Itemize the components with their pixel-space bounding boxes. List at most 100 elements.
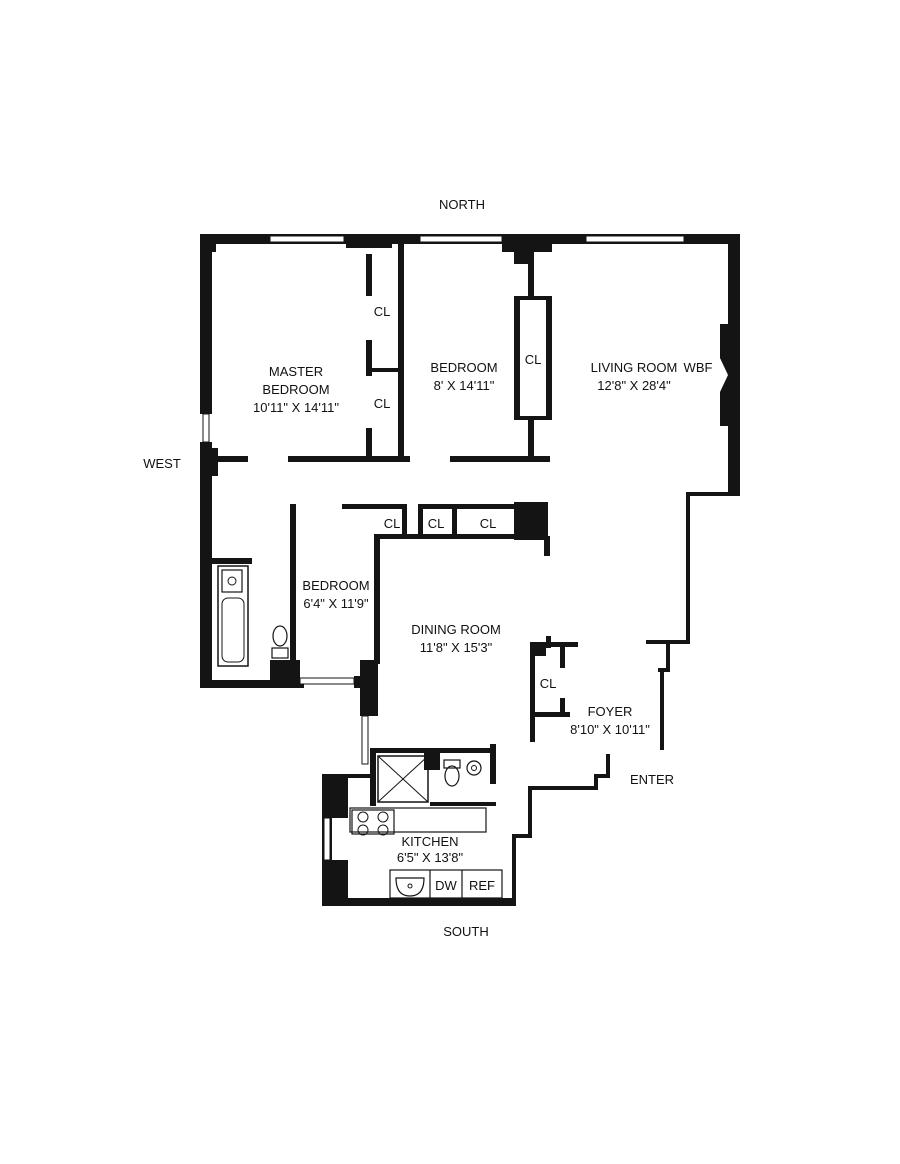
north-window-2 bbox=[419, 235, 503, 243]
powder-bottom-wall bbox=[430, 802, 496, 806]
foyer-closet-left bbox=[530, 642, 535, 742]
closet-row-top-2 bbox=[422, 504, 514, 509]
powder-right-wall bbox=[490, 744, 496, 784]
living-room-dims: 12'8" X 28'4" bbox=[597, 378, 671, 393]
bedroom-small-name: BEDROOM bbox=[302, 578, 369, 593]
bathtub bbox=[217, 565, 249, 667]
hall-closet-label-3: CL bbox=[480, 516, 497, 531]
entry-label: ENTER bbox=[630, 772, 674, 787]
fireplace-label: WBF bbox=[684, 360, 713, 375]
master-closet-shelf bbox=[366, 368, 402, 372]
burner-3 bbox=[357, 824, 369, 836]
toilet-bowl bbox=[272, 625, 288, 647]
kitchen-counter-lower bbox=[389, 869, 503, 899]
kitchen-sink-drain bbox=[407, 883, 413, 889]
closet-box-left bbox=[514, 296, 520, 420]
east-pier-bottom bbox=[720, 392, 736, 426]
toilet-tank bbox=[271, 647, 289, 659]
dishwasher-label: DW bbox=[435, 878, 457, 893]
powder-top-wall bbox=[370, 748, 496, 753]
bath-south-wall bbox=[200, 680, 304, 688]
kitchen-dims: 6'5" X 13'8" bbox=[397, 850, 464, 865]
foyer-closet-top bbox=[532, 642, 578, 647]
burner-2 bbox=[377, 811, 389, 823]
shower-left bbox=[370, 748, 376, 806]
west-window bbox=[202, 413, 210, 443]
bedroom-closet-label: CL bbox=[525, 352, 542, 367]
east-pier-top bbox=[720, 324, 736, 358]
small-bed-west-wall bbox=[290, 504, 296, 660]
shower-diag-2 bbox=[377, 755, 429, 803]
compass-west: WEST bbox=[143, 456, 181, 471]
powder-sink-drain bbox=[471, 765, 477, 771]
master-bedroom-name-2: BEDROOM bbox=[262, 382, 329, 397]
master-closet-div bbox=[366, 340, 372, 376]
east-step-6 bbox=[660, 668, 664, 750]
bedroom-north-dims: 8' X 14'11" bbox=[434, 378, 495, 393]
dining-room-dims: 11'8" X 15'3" bbox=[420, 640, 493, 655]
bath-wall-top bbox=[212, 558, 252, 564]
bedroom-north-name: BEDROOM bbox=[430, 360, 497, 375]
closet-row-stub-1 bbox=[402, 504, 407, 536]
master-bedroom-name-1: MASTER bbox=[269, 364, 323, 379]
powder-sink bbox=[466, 760, 482, 776]
burner-4 bbox=[377, 824, 389, 836]
closet-row-top bbox=[342, 504, 402, 509]
dining-west-pier bbox=[360, 660, 378, 716]
foyer-closet-bottom bbox=[530, 712, 570, 717]
north-pier-3 bbox=[502, 234, 552, 252]
wall-master-east bbox=[398, 244, 404, 460]
bed-living-div-bottom bbox=[528, 416, 534, 460]
north-window-1 bbox=[269, 235, 345, 243]
kitchen-top-wall bbox=[322, 774, 370, 778]
west-pier bbox=[204, 448, 218, 476]
powder-toilet-tank bbox=[443, 759, 461, 769]
north-window-3 bbox=[585, 235, 685, 243]
bed-living-div-top bbox=[528, 250, 534, 296]
foyer-closet-label: CL bbox=[540, 676, 557, 691]
master-closet-label-2: CL bbox=[374, 396, 391, 411]
master-bedroom-dims: 10'11" X 14'11" bbox=[253, 400, 339, 415]
se-step-7 bbox=[512, 834, 516, 904]
closet-row-bottom bbox=[376, 534, 522, 539]
closet-row-stub-2 bbox=[418, 504, 423, 536]
east-step-1 bbox=[690, 492, 740, 496]
living-room-name: LIVING ROOM bbox=[591, 360, 678, 375]
hall-closet-label-2: CL bbox=[428, 516, 445, 531]
se-step-6 bbox=[514, 834, 532, 838]
kitchen-pier-top bbox=[322, 774, 348, 818]
powder-block bbox=[424, 752, 440, 770]
powder-toilet bbox=[444, 765, 460, 787]
closet-row-stub-3 bbox=[452, 504, 457, 536]
master-closet-low bbox=[366, 428, 372, 460]
kitchen-window bbox=[323, 817, 331, 861]
chimney-stub bbox=[544, 536, 550, 556]
closet-box-top bbox=[514, 296, 552, 300]
stove bbox=[351, 809, 395, 835]
fireplace-mantel bbox=[720, 358, 736, 392]
foyer-dims: 8'10" X 10'11" bbox=[570, 722, 650, 737]
dining-west-wall bbox=[374, 534, 380, 664]
kitchen-pier-bottom bbox=[322, 860, 348, 904]
east-step-4 bbox=[666, 640, 670, 668]
master-closet-label-1: CL bbox=[374, 304, 391, 319]
compass-south: SOUTH bbox=[443, 924, 489, 939]
sink-drain bbox=[227, 576, 237, 586]
se-step-1 bbox=[606, 754, 610, 778]
se-step-5 bbox=[528, 786, 532, 836]
se-step-2 bbox=[594, 774, 610, 778]
refrigerator-label: REF bbox=[469, 878, 495, 893]
burner-1 bbox=[357, 811, 369, 823]
se-step-3 bbox=[594, 774, 598, 788]
foyer-name: FOYER bbox=[588, 704, 633, 719]
kitchen-counter-upper bbox=[349, 807, 487, 833]
bedroom-south-window bbox=[299, 677, 355, 685]
south-wall bbox=[322, 898, 516, 906]
kitchen-name: KITCHEN bbox=[401, 834, 458, 849]
bedroom-small-dims: 6'4" X 11'9" bbox=[303, 596, 369, 611]
hall-wall-1 bbox=[212, 456, 248, 462]
hall-wall-3 bbox=[450, 456, 550, 462]
east-step-2 bbox=[686, 492, 690, 644]
kitchen-sink bbox=[395, 877, 425, 897]
